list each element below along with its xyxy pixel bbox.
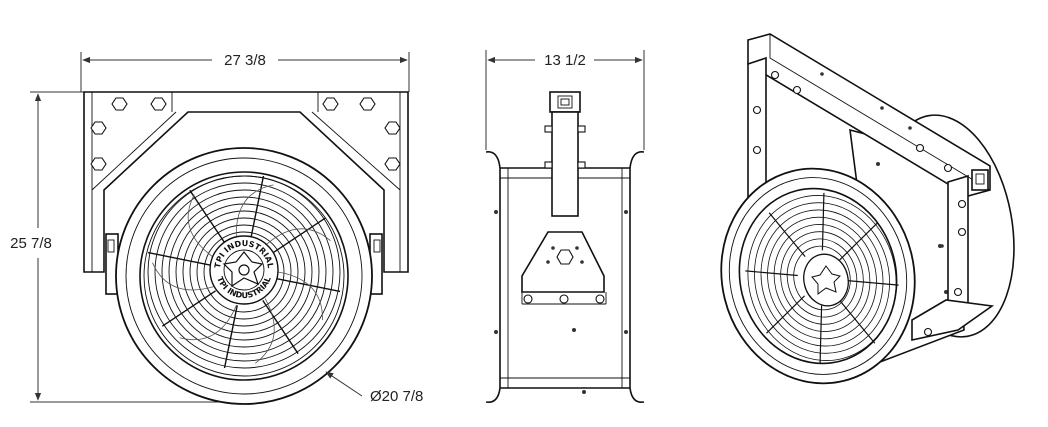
diameter-label: Ø20 7/8	[370, 388, 423, 405]
side-view: 13 1/2	[485, 50, 645, 404]
diameter-dimension: Ø20 7/8	[325, 371, 423, 405]
mounting-bracket	[83, 91, 409, 295]
iso-bracket	[747, 33, 995, 341]
height-label: 25 7/8	[10, 235, 52, 252]
width-dimension: 27 3/8	[80, 52, 410, 92]
side-bracket	[521, 91, 607, 305]
front-view: 27 3/8 25 7/8	[10, 52, 423, 405]
bracket-bolts	[90, 97, 401, 171]
iso-hub-logo-icon	[811, 265, 841, 295]
depth-dimension: 13 1/2	[485, 50, 645, 150]
fan-hub: TPI INDUSTRIAL TPI INDUSTRIAL	[209, 235, 279, 305]
width-label: 27 3/8	[224, 52, 266, 69]
isometric-view	[720, 33, 1015, 385]
iso-guard	[745, 192, 899, 364]
hub-logo-icon	[222, 251, 264, 288]
side-housing	[485, 151, 645, 404]
depth-label: 13 1/2	[544, 52, 586, 69]
fan-guard	[147, 175, 341, 369]
iso-hub	[803, 253, 849, 307]
height-dimension: 25 7/8	[10, 91, 250, 403]
